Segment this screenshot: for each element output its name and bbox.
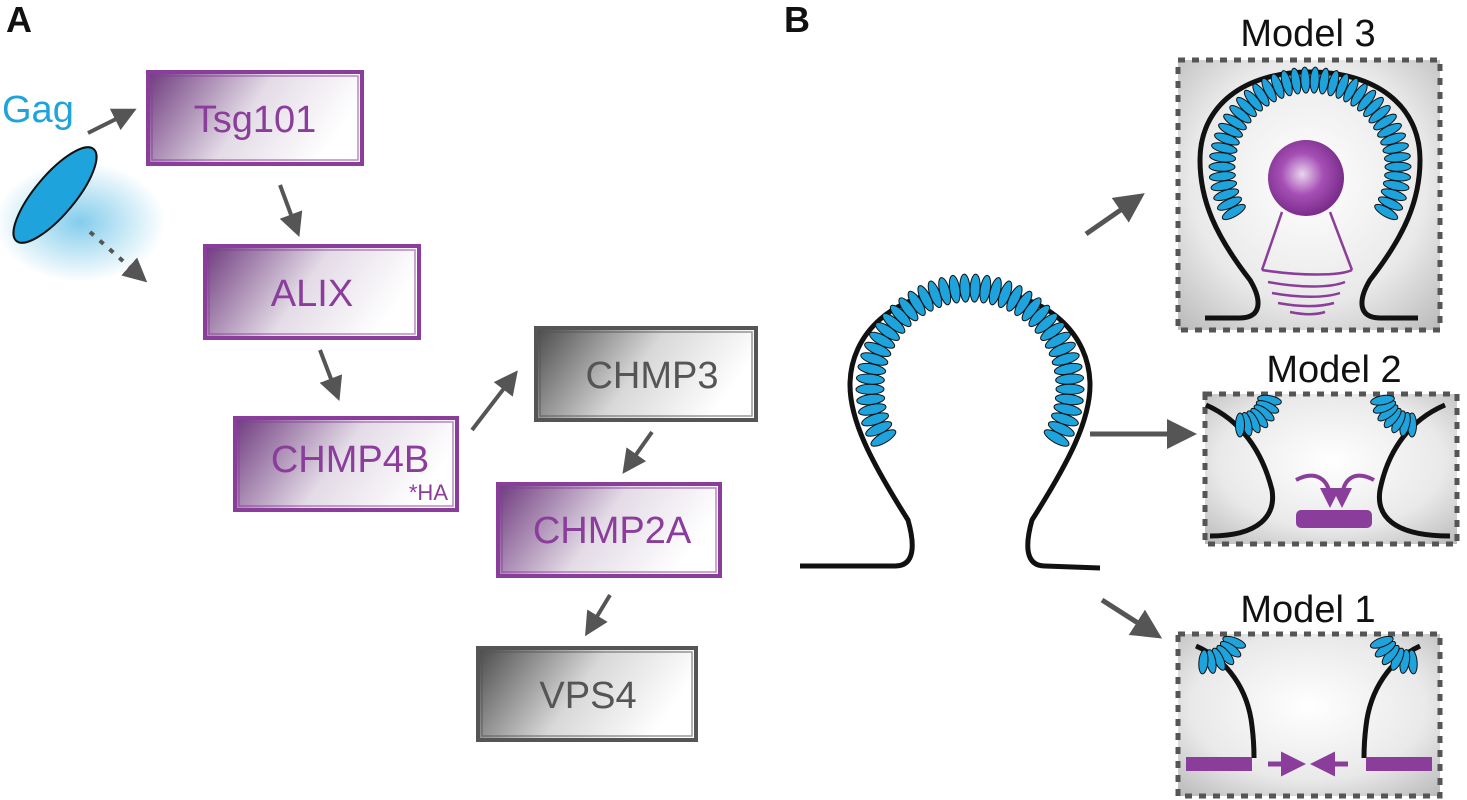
model3-gag-lattice [1208, 66, 1412, 221]
chmp2a-label: CHMP2A [533, 510, 692, 552]
gag-subunit [1374, 203, 1399, 221]
budding-membrane [800, 273, 1101, 571]
gag-subunit [1370, 394, 1395, 406]
gag-subunit [1208, 161, 1236, 172]
model3-label: Model 3 [1240, 13, 1375, 55]
box-vps4: VPS4 [476, 646, 698, 742]
gag-subunit [1208, 171, 1236, 182]
model1-box [1175, 631, 1443, 799]
panel-label-b: B [784, 0, 810, 40]
arrow-chmp2a-vps4 [585, 593, 612, 637]
gag-subunit [1198, 649, 1209, 675]
model2-label: Model 2 [1266, 349, 1401, 391]
box-chmp4b: CHMP4B *HA [233, 416, 459, 512]
gag-to-tsg101-arrow [87, 108, 137, 135]
model2-gag-lattice [1235, 394, 1417, 438]
arrow-tsg101-alix [278, 184, 303, 237]
model2-curved-arrow-right [1332, 473, 1375, 508]
box-tsg101: Tsg101 [146, 70, 364, 166]
budding-gag-lattice [855, 273, 1085, 447]
gag-subunit [1223, 113, 1247, 131]
gag-subunit [959, 273, 971, 303]
arrow-to-model1 [1100, 597, 1163, 639]
model3-box [1175, 57, 1443, 333]
box-alix: ALIX [203, 244, 421, 340]
gag-subunit [1350, 83, 1368, 107]
panel-label-a: A [6, 0, 32, 40]
model1-gag-lattice [1198, 635, 1418, 675]
chmp4b-ha-tag: *HA [409, 480, 448, 505]
gag-subunit [1369, 635, 1394, 649]
model1-label: Model 1 [1240, 589, 1375, 631]
gag-subunit [969, 273, 981, 303]
vps4-label: VPS4 [539, 675, 636, 717]
arrow-alix-chmp4b [318, 349, 343, 401]
gag-subunit [1384, 161, 1412, 172]
model2-curved-arrow-left [1295, 473, 1340, 508]
model3-vps4-sphere [1268, 140, 1344, 216]
model2-purple-plate [1296, 510, 1372, 528]
arrow-chmp4b-chmp3 [470, 370, 518, 432]
gag-subunit [1216, 196, 1243, 211]
gag-subunit [1043, 429, 1070, 447]
gag-label: Gag [2, 89, 74, 131]
model2-box [1202, 391, 1460, 547]
alix-label: ALIX [271, 273, 353, 315]
gag-to-alix-dotted-arrow [88, 230, 148, 283]
arrow-chmp3-chmp2a [622, 430, 654, 474]
gag-subunit [1335, 73, 1350, 99]
gag-particle-icon [12, 146, 98, 244]
model1-purple-bar-left [1186, 757, 1252, 771]
gag-subunit [1055, 383, 1085, 395]
gag-subunit [1243, 89, 1263, 112]
model1-purple-bar-right [1366, 757, 1432, 771]
gag-subunit [855, 383, 885, 395]
box-chmp3: CHMP3 [534, 326, 758, 422]
arrow-to-model3 [1084, 193, 1145, 237]
chmp4b-label: CHMP4B [271, 439, 429, 481]
tsg101-label: Tsg101 [194, 99, 317, 141]
box-chmp2a: CHMP2A [496, 482, 722, 578]
gag-subunit [1235, 412, 1245, 438]
model3-spiral-filament [1260, 211, 1354, 316]
chmp3-label: CHMP3 [585, 355, 718, 397]
gag-subunit [1380, 188, 1407, 202]
